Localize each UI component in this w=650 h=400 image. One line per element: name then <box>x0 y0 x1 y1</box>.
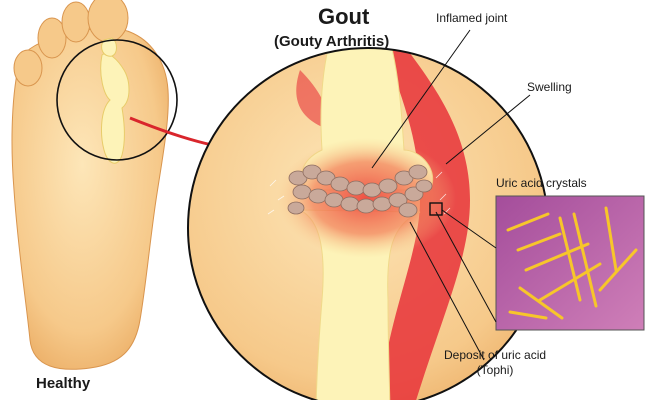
label-swelling: Swelling <box>527 80 572 94</box>
magnified-joint <box>187 47 549 400</box>
page-title: Gout <box>318 4 370 29</box>
label-inflamed-joint: Inflamed joint <box>436 11 508 25</box>
crystal-marker <box>429 202 443 216</box>
tophi-deposit <box>287 164 433 218</box>
page-subtitle: (Gouty Arthritis) <box>274 33 390 50</box>
label-deposit-line2: (Tophi) <box>476 363 514 377</box>
label-deposit: Deposit of uric acid (Tophi) <box>444 348 546 378</box>
highlight-circle <box>56 39 178 161</box>
label-deposit-line1: Deposit of uric acid <box>444 348 547 362</box>
uric-acid-crystals-panel <box>495 195 645 331</box>
leader-lines <box>371 29 531 361</box>
label-uric-acid-crystals: Uric acid crystals <box>496 176 587 190</box>
healthy-foot <box>11 0 178 370</box>
label-healthy: Healthy <box>36 375 91 392</box>
